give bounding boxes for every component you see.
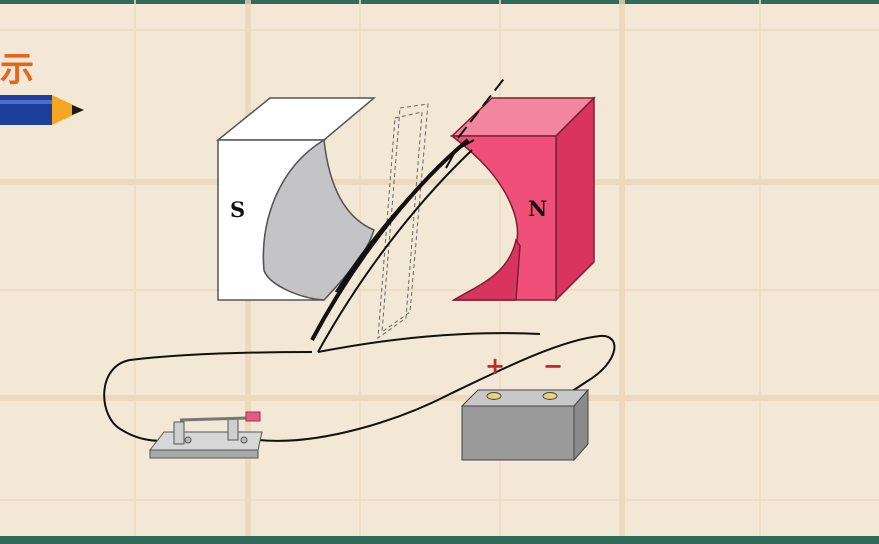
south-pole-label: S bbox=[230, 197, 246, 222]
knife-switch[interactable] bbox=[148, 411, 263, 459]
battery-plus-label: + bbox=[485, 352, 506, 380]
battery-minus-label: − bbox=[543, 352, 564, 380]
pencil-arrow-icon bbox=[0, 95, 84, 125]
section-title: 示 bbox=[0, 50, 35, 90]
coil-wire bbox=[310, 75, 507, 353]
coil-frame bbox=[377, 103, 429, 340]
circuit-wire bbox=[103, 332, 616, 442]
bottom-border bbox=[0, 536, 879, 544]
north-pole-label: N bbox=[528, 196, 548, 221]
battery bbox=[460, 388, 590, 462]
top-border bbox=[0, 0, 879, 4]
north-magnet bbox=[449, 96, 596, 302]
south-magnet bbox=[215, 97, 377, 301]
